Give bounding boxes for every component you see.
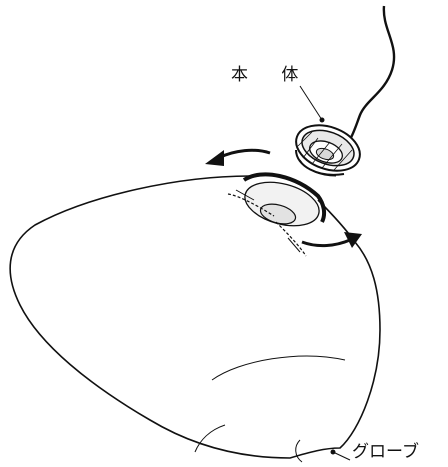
globe-shade (9, 175, 381, 463)
globe-label: グローブ (352, 442, 419, 462)
main-body-unit (295, 124, 361, 177)
power-cord (341, 5, 396, 151)
body-leader-line (299, 85, 323, 121)
globe-leader-line (332, 451, 351, 461)
rotate-left-arrow (205, 148, 271, 166)
globe-mount-ring (227, 172, 327, 257)
main-body-label: 本 体 (231, 65, 313, 85)
rotate-right-arrow (301, 232, 362, 248)
